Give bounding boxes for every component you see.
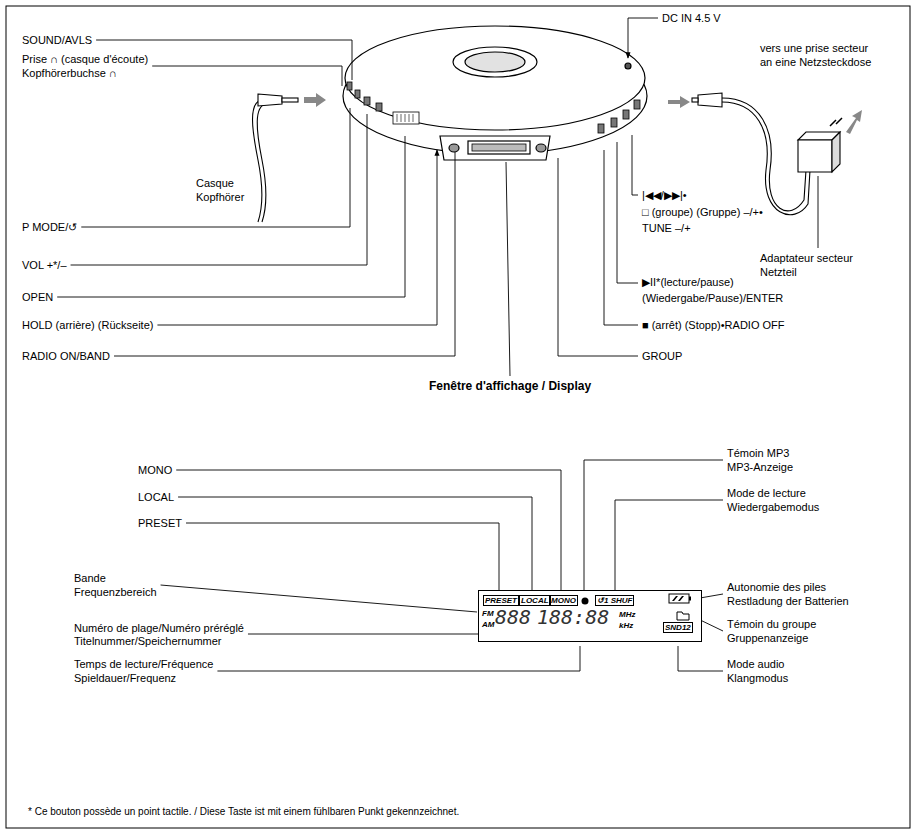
footnote: * Ce bouton possède un point tactile. / … (28, 805, 459, 819)
leader-line (161, 585, 477, 612)
callout-label: SOUND/AVLS (22, 33, 92, 47)
lcd-digits: 188:88 (537, 606, 609, 629)
leader-line (558, 158, 638, 356)
leader-line (628, 18, 658, 58)
leader-line (186, 523, 499, 592)
ac-adapter (668, 93, 862, 215)
callout-label: OPEN (22, 290, 53, 304)
callout-label: Kopfhörerbuchse ∩ (22, 66, 117, 80)
lcd-digits: 888 (495, 606, 531, 629)
lcd-unit: MHz (619, 610, 635, 619)
callout-label: MP3-Anzeige (727, 460, 793, 474)
leader-line (584, 460, 723, 594)
callout-label: LOCAL (138, 490, 174, 504)
callout-label: □ (groupe) (Gruppe) –/+• (642, 205, 763, 219)
callout-label: P MODE/↺ (22, 220, 77, 234)
cd-player (343, 26, 647, 160)
lcd-indicator: PRESET (483, 595, 519, 606)
callout-label: Restladung der Batterien (727, 594, 849, 608)
callout-label: Kopfhörer (196, 190, 244, 204)
leader-line (604, 150, 638, 325)
callout-label: Adaptateur secteur (760, 251, 853, 265)
display-heading: Fenêtre d'affichage / Display (429, 379, 591, 393)
callout-label: GROUP (642, 349, 682, 363)
leader-line (700, 594, 723, 598)
callout-label: an eine Netzsteckdose (760, 55, 871, 69)
frame (6, 6, 910, 828)
lcd-indicator: SND12 (663, 622, 693, 633)
leader-line (632, 135, 638, 195)
callout-label: Titelnummer/Speichernummer (74, 634, 222, 648)
leader-line (818, 176, 819, 248)
lcd-unit: kHz (619, 621, 633, 630)
callout-label: Wiedergabemodus (727, 500, 819, 514)
callout-label: Frequenzbereich (74, 585, 157, 599)
callout-label: RADIO ON/BAND (22, 349, 110, 363)
callout-label: vers une prise secteur (760, 41, 868, 55)
leader-line (114, 152, 455, 356)
callout-label: Temps de lecture/Fréquence (74, 657, 213, 671)
lcd-indicator: MONO (549, 595, 578, 606)
callout-label: Témoin du groupe (727, 617, 816, 631)
callout-label: Mode de lecture (727, 486, 806, 500)
callout-label: Netzteil (760, 265, 797, 279)
callout-label: HOLD (arrière) (Rückseite) (22, 318, 153, 332)
callout-label: Spieldauer/Frequenz (74, 671, 176, 685)
lcd-display: PRESETLOCALMONO ↺1 SHUF FM AM888 188:88 MHz kH… (478, 590, 702, 642)
leader-line (176, 470, 561, 592)
callout-label: Témoin MP3 (727, 446, 789, 460)
callout-label: ■ (arrêt) (Stopp)•RADIO OFF (642, 318, 785, 332)
leader-line (57, 136, 405, 297)
leader-line (217, 646, 580, 671)
leader-line (617, 142, 638, 283)
callout-label: Prise ∩ (casque d'écoute) (22, 52, 148, 66)
callout-label: MONO (138, 463, 172, 477)
leader-line (152, 66, 342, 86)
leader-line (157, 150, 437, 325)
callout-label: Gruppenanzeige (727, 631, 808, 645)
leader-line (678, 646, 723, 671)
callout-label: PRESET (138, 516, 182, 530)
lcd-band: FM (482, 609, 494, 618)
callout-label: VOL +*/– (22, 258, 67, 272)
callout-label: DC IN 4.5 V (662, 11, 721, 25)
lcd-indicator: LOCAL (519, 595, 551, 606)
callout-label: ▶II*(lecture/pause) (642, 275, 734, 289)
leader-line (248, 634, 500, 635)
callout-label: Autonomie des piles (727, 580, 826, 594)
leader-line (71, 114, 367, 265)
callout-label: Klangmodus (727, 671, 788, 685)
leader-line (178, 497, 532, 592)
leader-line (506, 162, 510, 376)
lcd-band: AM (482, 620, 494, 629)
lcd-indicator: ↺1 SHUF (595, 595, 634, 606)
callout-label: (Wiedergabe/Pause)/ENTER (642, 291, 783, 305)
callout-label: Casque (196, 176, 234, 190)
callout-label: Numéro de plage/Numéro préréglé (74, 621, 244, 635)
leader-line (615, 500, 723, 592)
callout-label: TUNE –/+ (642, 221, 691, 235)
leader-line (81, 108, 350, 227)
headphone-plug (253, 93, 327, 222)
callout-label: Mode audio (727, 657, 785, 671)
callout-label: Bande (74, 571, 106, 585)
callout-label: |◀◀/▶▶|• (642, 188, 687, 202)
